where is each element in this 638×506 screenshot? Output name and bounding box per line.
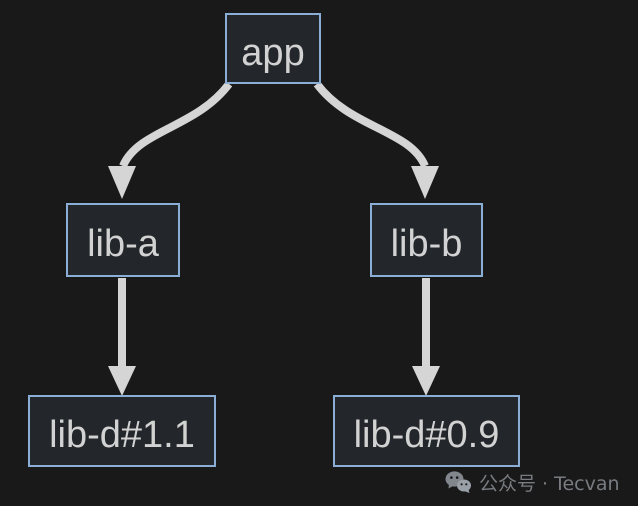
node-lib-a: lib-a (66, 203, 180, 277)
node-lib-d-1.1: lib-d#1.1 (28, 395, 216, 467)
node-lib-b: lib-b (370, 203, 483, 277)
node-app-label: app (241, 31, 305, 74)
arrowhead-icon (108, 166, 136, 199)
node-app: app (225, 13, 321, 84)
watermark: 公众号 · Tecvan (444, 468, 620, 496)
node-lib-a-label: lib-a (87, 223, 159, 265)
wechat-icon (445, 471, 471, 493)
arrowhead-icon (108, 366, 136, 396)
arrowhead-icon (412, 366, 440, 396)
watermark-text: 公众号 · Tecvan (479, 472, 620, 495)
edge-lib-b-to-lib-d-0.9 (412, 278, 440, 396)
node-lib-b-label: lib-b (390, 223, 463, 265)
edge-app-to-lib-a (108, 81, 233, 199)
edge-app-to-lib-b (313, 81, 439, 199)
node-lib-d-0.9-label: lib-d#0.9 (353, 414, 500, 456)
node-lib-d-0.9: lib-d#0.9 (333, 395, 520, 467)
arrowhead-icon (411, 166, 439, 199)
edge-lib-a-to-lib-d-1.1 (108, 278, 136, 396)
node-lib-d-1.1-label: lib-d#1.1 (49, 414, 195, 456)
